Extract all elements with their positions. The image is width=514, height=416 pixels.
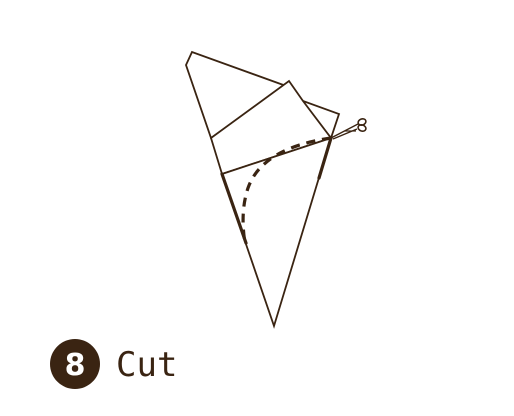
step-number: 8: [65, 348, 86, 383]
middle-fold-layer: [209, 79, 333, 176]
step-badge-circle: [50, 339, 100, 389]
cut-line-dashed: [241, 136, 332, 244]
step-label: Cut: [116, 345, 177, 385]
cut-edge-solid-right: [317, 136, 333, 180]
step-badge: 8: [50, 339, 100, 389]
scissors-icon: [330, 118, 367, 140]
